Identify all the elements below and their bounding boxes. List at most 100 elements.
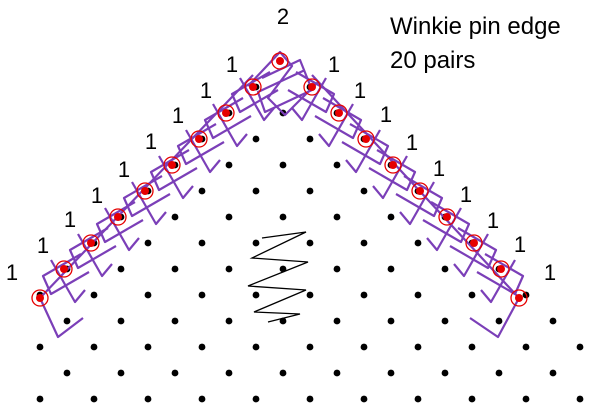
pin-hole — [497, 265, 505, 273]
thread-path — [311, 74, 521, 339]
pin-ring — [438, 208, 456, 226]
left-pair-count: 1 — [118, 157, 130, 182]
pricking-dot — [333, 213, 341, 221]
pin-ring — [465, 234, 483, 252]
pricking-dot — [117, 265, 125, 273]
pricking-dot — [225, 317, 233, 325]
pricking-dot — [171, 265, 179, 273]
pricking-dot — [90, 343, 98, 351]
pin-hole — [308, 83, 316, 91]
pricking-dot — [171, 369, 179, 377]
pricking-dot — [252, 135, 260, 143]
pricking-dot — [360, 239, 368, 247]
pricking-dot — [279, 161, 287, 169]
pricking-dot — [360, 187, 368, 195]
pricking-dot — [279, 369, 287, 377]
pricking-dot — [198, 395, 206, 403]
pricking-dot — [387, 265, 395, 273]
pin-hole — [168, 161, 176, 169]
pricking-dot — [414, 239, 422, 247]
ground-zigzag — [247, 231, 309, 323]
pricking-dot — [252, 395, 260, 403]
pin-hole — [195, 135, 203, 143]
pricking-dot — [117, 317, 125, 325]
ground-zigzag-line — [247, 231, 309, 323]
pin-ring — [384, 156, 402, 174]
pin-ring — [136, 182, 154, 200]
pricking-dot — [279, 213, 287, 221]
pricking-dot — [144, 395, 152, 403]
pricking-dot — [63, 369, 71, 377]
thread-path — [256, 58, 314, 114]
pricking-dot — [495, 317, 503, 325]
pricking-dot — [198, 343, 206, 351]
pricking-dot — [414, 395, 422, 403]
title-line-2: 20 pairs — [390, 47, 475, 74]
pricking-dot — [333, 369, 341, 377]
pin-ring — [244, 78, 262, 96]
thread-path — [239, 77, 275, 122]
thread-path — [38, 74, 254, 339]
title-line-1: Winkie pin edge — [390, 13, 561, 40]
pin-hole — [141, 187, 149, 195]
pin-hole — [335, 109, 343, 117]
thread-path — [41, 253, 90, 296]
pricking-dot — [252, 291, 260, 299]
pricking-dot — [576, 395, 584, 403]
right-pair-count: 1 — [460, 182, 472, 207]
pricking-dot — [198, 239, 206, 247]
pin-hole — [443, 213, 451, 221]
pricking-dot — [576, 343, 584, 351]
pin-ring — [163, 156, 181, 174]
thread-path — [77, 233, 113, 278]
left-pair-count: 1 — [6, 260, 18, 285]
pricking-dot — [495, 369, 503, 377]
thread-path — [476, 253, 525, 296]
left-pair-count: 1 — [172, 103, 184, 128]
left-pair-count: 1 — [91, 183, 103, 208]
pin-ring — [82, 234, 100, 252]
pricking-dot — [144, 343, 152, 351]
pricking-dot — [522, 395, 530, 403]
pin-ring — [303, 78, 321, 96]
pricking-dot — [90, 395, 98, 403]
left-pair-count: 1 — [200, 78, 212, 103]
pricking-dot — [225, 213, 233, 221]
pricking-dot — [441, 265, 449, 273]
pin-ring — [109, 208, 127, 226]
right-pair-count: 1 — [487, 208, 499, 233]
thread-path — [247, 50, 319, 117]
thread-path — [212, 103, 248, 148]
pricking-dot — [414, 343, 422, 351]
pricking-dot — [360, 343, 368, 351]
pricking-dot — [387, 369, 395, 377]
left-pair-count: 1 — [37, 233, 49, 258]
pricking-dot — [441, 369, 449, 377]
pricking-dot — [414, 291, 422, 299]
pricking-dot — [306, 291, 314, 299]
pricking-dot — [549, 317, 557, 325]
pin-ring — [510, 289, 528, 307]
pin-ring — [330, 104, 348, 122]
pin-hole — [389, 161, 397, 169]
left-pair-count: 1 — [226, 52, 238, 77]
pricking-dot — [171, 317, 179, 325]
pin-hole — [87, 239, 95, 247]
left-pair-count: 1 — [145, 129, 157, 154]
pricking-dot — [36, 343, 44, 351]
left-pair-count: 1 — [64, 207, 76, 232]
right-pair-count: 1 — [514, 232, 526, 257]
pin-ring — [217, 104, 235, 122]
right-pair-count: 1 — [544, 260, 556, 285]
pin-hole — [276, 57, 284, 65]
pricking-dot — [306, 135, 314, 143]
pin-hole — [60, 265, 68, 273]
pricking-dot — [306, 343, 314, 351]
right-pair-count: 1 — [406, 130, 418, 155]
pricking-dot — [252, 187, 260, 195]
thread-path — [185, 129, 221, 174]
top-pair-count: 2 — [277, 4, 289, 29]
pricking-dot — [225, 161, 233, 169]
thread-path — [131, 181, 167, 226]
